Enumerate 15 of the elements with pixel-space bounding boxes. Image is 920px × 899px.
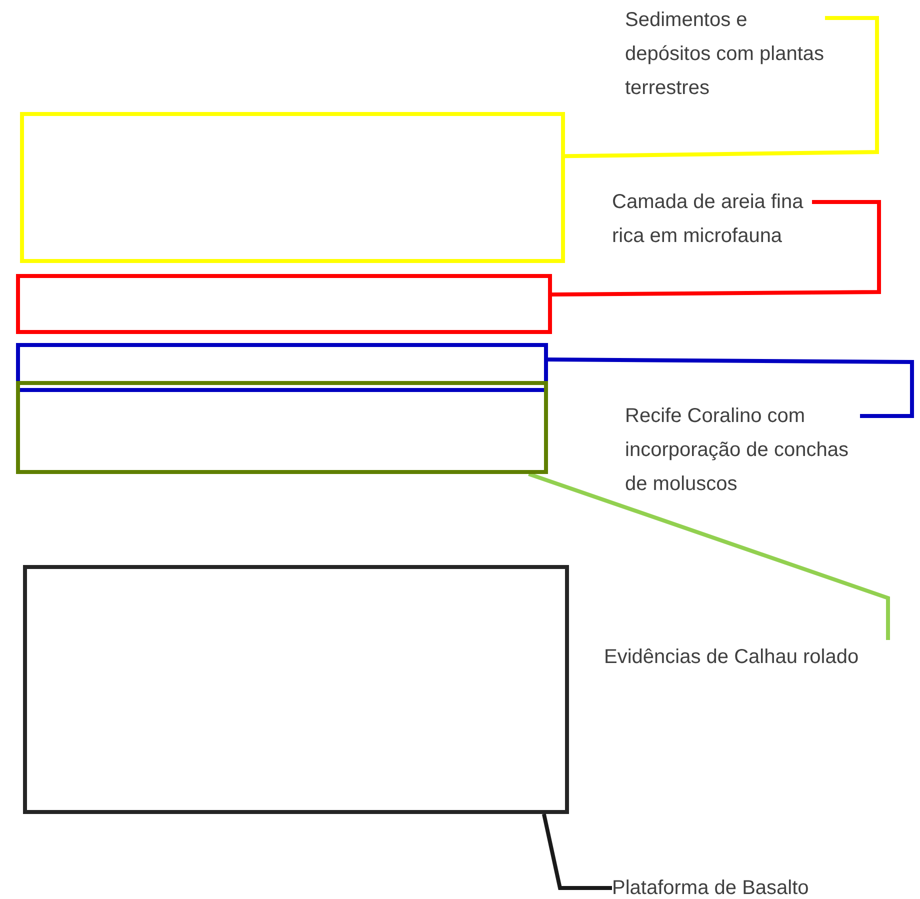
layer-outline-box (16, 381, 548, 474)
annotation-text: Plataforma de Basalto (612, 871, 872, 899)
leader-line (564, 16, 879, 158)
layer-outline-box (16, 274, 552, 334)
leader-line (552, 200, 881, 296)
layer-outline-box (16, 343, 548, 392)
annotation-text: Recife Coralino com incorporação de conchas de moluscos (625, 399, 860, 501)
layer-outline-box (23, 565, 569, 814)
leader-line (528, 472, 890, 640)
layer-outline-box (20, 112, 565, 263)
leader-line (548, 357, 914, 418)
leader-line (542, 814, 612, 890)
annotation-text: Camada de areia fina rica em microfauna (612, 185, 812, 253)
annotation-text: Sedimentos e depósitos com plantas terrestres (625, 3, 825, 105)
annotation-text: Evidências de Calhau rolado (604, 640, 892, 674)
